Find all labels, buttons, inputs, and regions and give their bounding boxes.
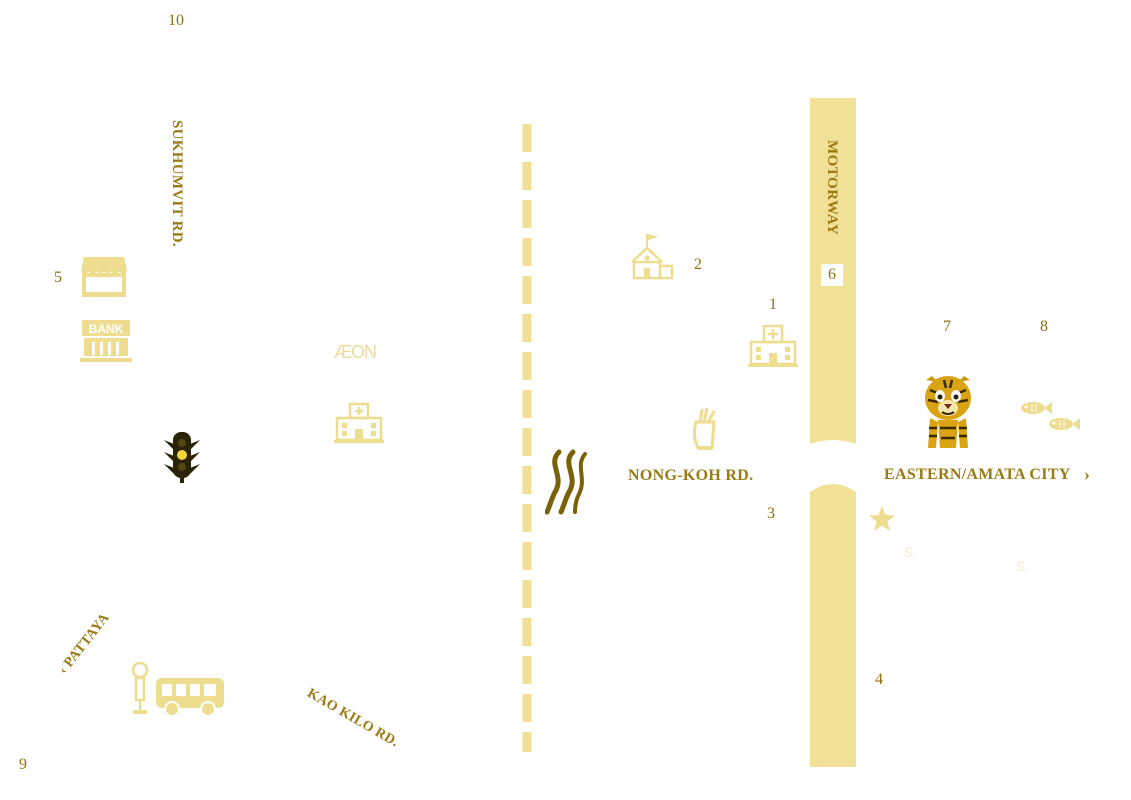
shop-icon xyxy=(81,257,127,297)
faint-label-a: S xyxy=(904,544,914,560)
motorway-exit-badge: 6 xyxy=(821,264,843,286)
bus-stop-icon xyxy=(132,662,149,714)
fish-icon xyxy=(1021,402,1080,430)
hospital-icon xyxy=(334,402,384,443)
motorway-label: MOTORWAY xyxy=(824,140,840,236)
bank-logo-text: BANK xyxy=(89,322,124,336)
chevron-right-icon: › xyxy=(1084,464,1091,484)
star-icon xyxy=(869,506,895,531)
marker-2: 2 xyxy=(694,256,702,273)
marker-5: 5 xyxy=(54,269,62,286)
tiger-icon xyxy=(925,376,971,448)
hot-spring-icon xyxy=(545,449,587,515)
nongkoh-road-label: NONG-KOH RD. xyxy=(628,467,754,484)
hospital-building-icon xyxy=(748,324,798,367)
bank-icon: BANK xyxy=(80,320,132,362)
traffic-light-icon xyxy=(164,432,200,483)
motorway-lower xyxy=(810,484,856,767)
eastern-amata-label: EASTERN/AMATA CITY xyxy=(884,466,1071,483)
bus-icon xyxy=(156,678,224,717)
marker-3: 3 xyxy=(767,505,775,522)
sukhumvit-road-label: SUKHUMVIT RD. xyxy=(169,120,185,247)
school-icon xyxy=(631,234,674,280)
marker-8: 8 xyxy=(1040,318,1048,335)
faint-label-b: S. xyxy=(1016,558,1030,574)
golf-icon xyxy=(692,408,716,450)
marker-7: 7 xyxy=(943,318,951,335)
aeon-logo: ÆON xyxy=(334,342,377,362)
marker-4: 4 xyxy=(875,671,883,688)
marker-9: 9 xyxy=(19,756,27,773)
marker-10: 10 xyxy=(168,12,184,29)
marker-1: 1 xyxy=(769,296,777,313)
